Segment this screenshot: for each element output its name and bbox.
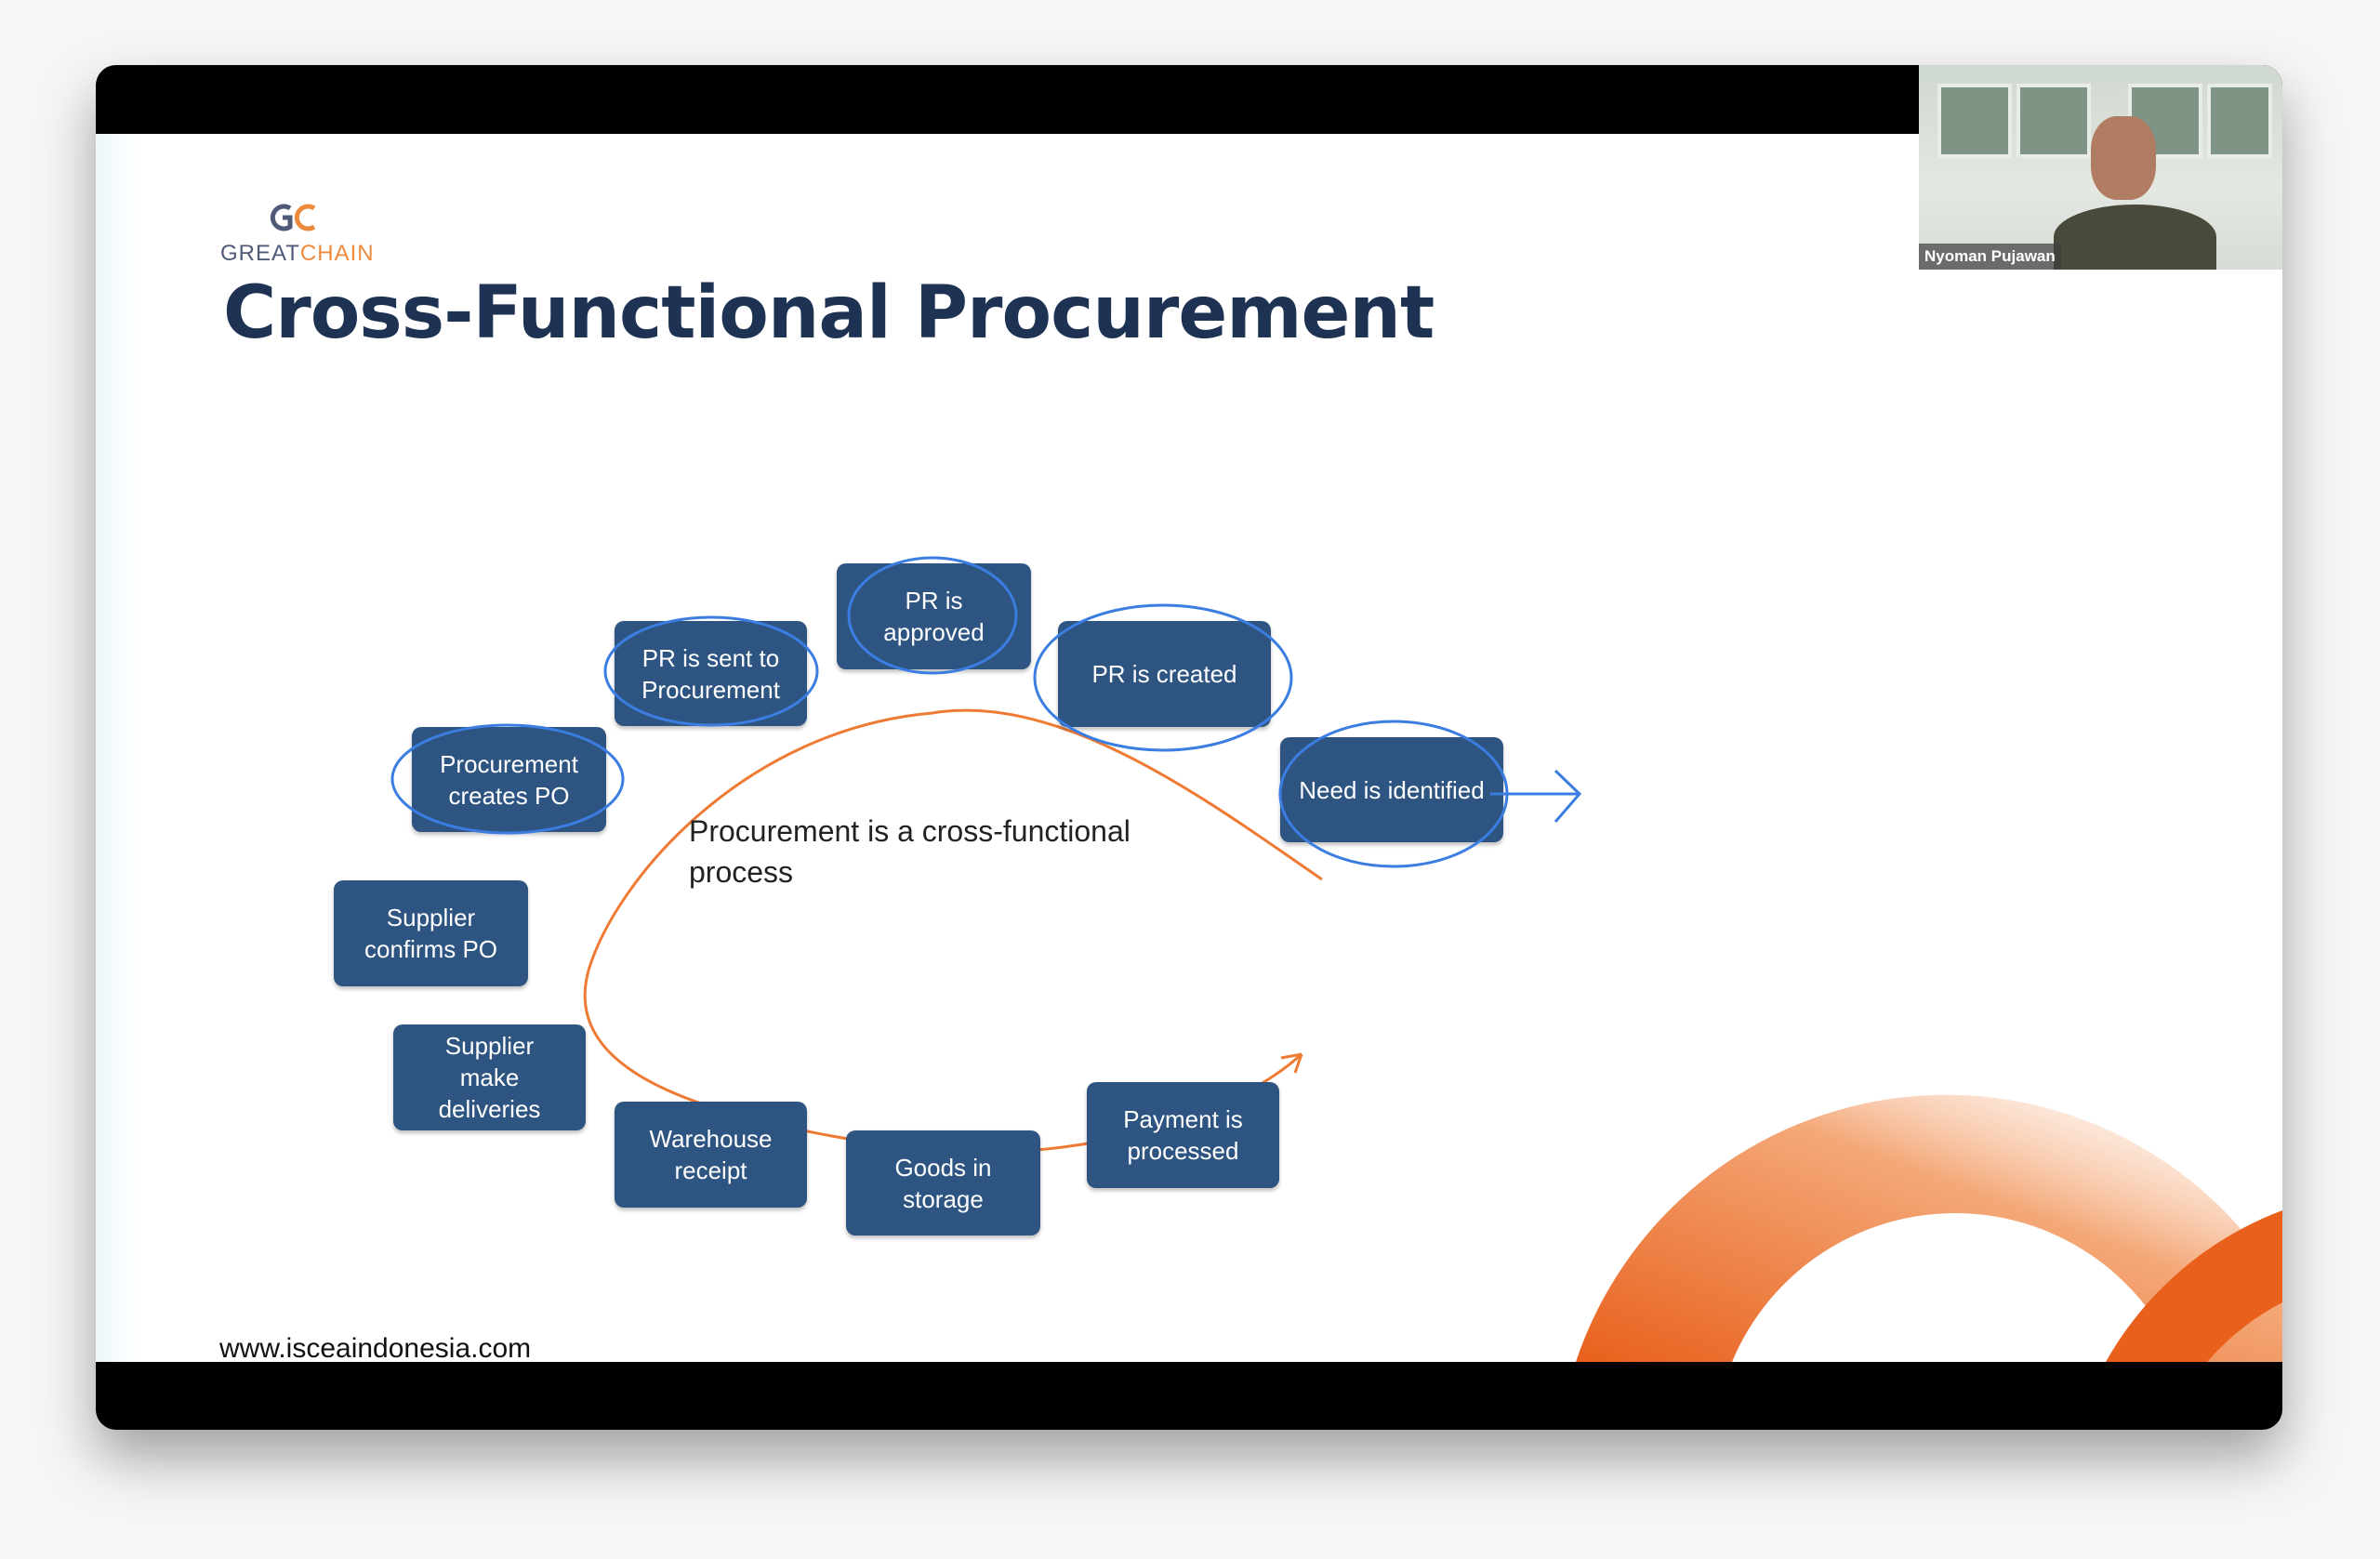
slide-title: Cross-Functional Procurement — [223, 271, 1435, 355]
step-need-identified: Need is identified — [1280, 737, 1503, 842]
cycle-arrowhead — [1280, 1052, 1303, 1074]
presentation-slide: GREATCHAIN Cross-Functional Procurement … — [96, 134, 2282, 1362]
logo-icon — [270, 204, 316, 231]
step-supplier-deliveries: Supplier make deliveries — [393, 1024, 586, 1130]
step-pr-sent: PR is sent to Procurement — [615, 621, 807, 726]
decor-arc-large — [1576, 1094, 2282, 1362]
logo-text-great: GREAT — [220, 241, 300, 266]
step-pr-created: PR is created — [1058, 621, 1271, 727]
participant-video-tile[interactable]: Nyoman Pujawan — [1919, 65, 2282, 270]
step-procurement-creates-po: Procurement creates PO — [412, 727, 606, 832]
greatchain-logo: GREATCHAIN — [220, 199, 374, 267]
step-supplier-confirms-po: Supplier confirms PO — [334, 880, 528, 986]
logo-text-chain: CHAIN — [299, 241, 375, 266]
annotation-arrow — [1490, 769, 1582, 823]
participant-avatar — [2091, 116, 2156, 200]
meeting-window: GREATCHAIN Cross-Functional Procurement … — [96, 65, 2282, 1430]
participant-body — [2054, 205, 2216, 270]
step-pr-approved: PR is approved — [837, 563, 1031, 669]
step-payment-processed: Payment is processed — [1087, 1082, 1279, 1188]
participant-name: Nyoman Pujawan — [1919, 244, 2061, 270]
center-caption: Procurement is a cross-functional proces… — [689, 814, 1130, 889]
step-warehouse-receipt: Warehouse receipt — [615, 1102, 807, 1208]
step-goods-storage: Goods in storage — [846, 1130, 1040, 1235]
decor-arc-small — [2106, 1210, 2282, 1362]
footer-url: www.isceaindonesia.com — [219, 1333, 532, 1362]
